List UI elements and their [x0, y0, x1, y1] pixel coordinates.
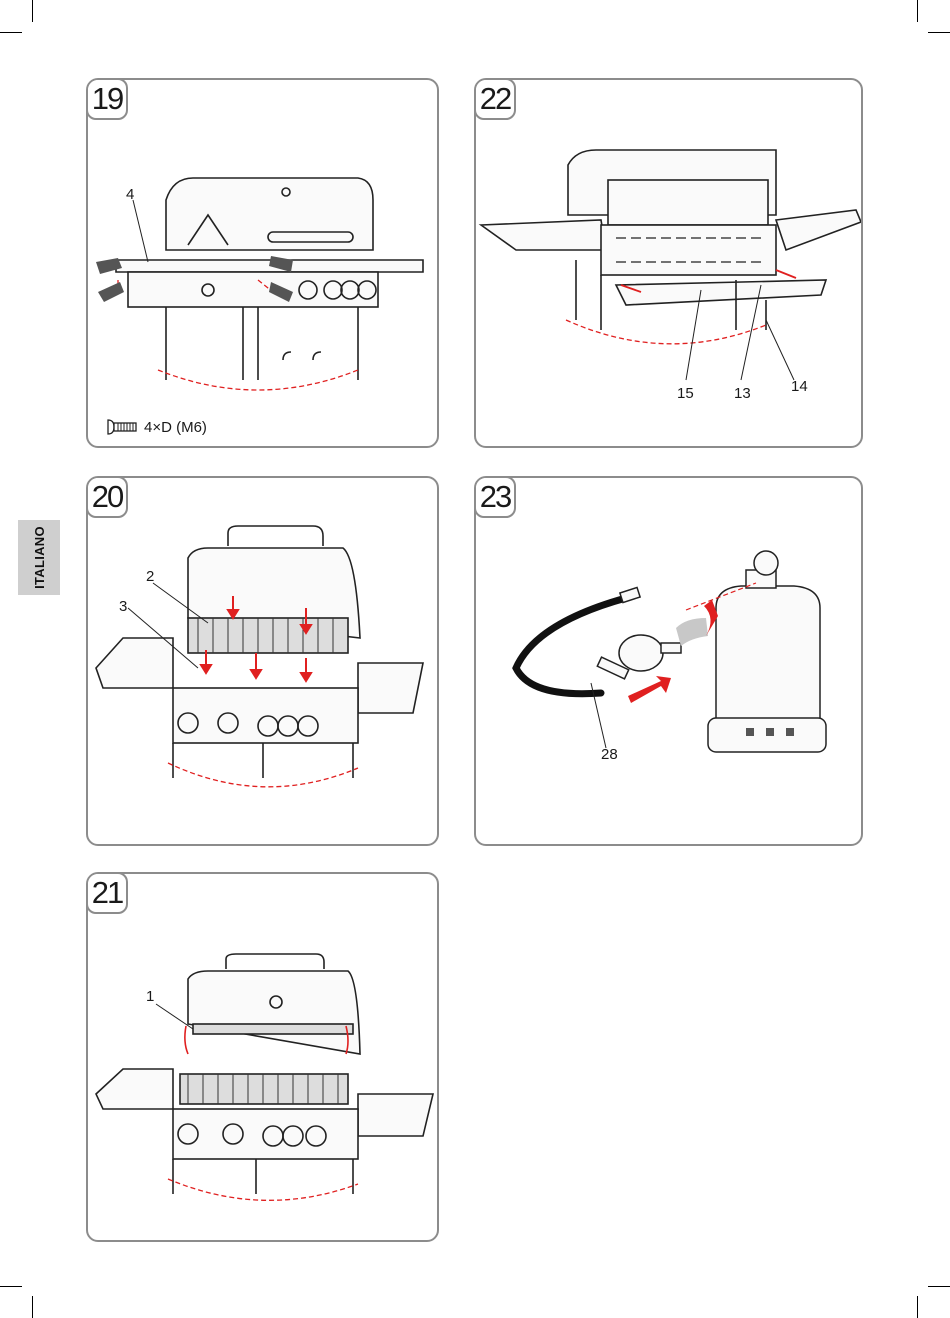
crop-mark — [917, 1296, 918, 1318]
part-callout: 4 — [126, 186, 134, 203]
bolt-icon — [106, 417, 138, 437]
grill-illustration — [88, 874, 439, 1242]
grill-illustration — [88, 80, 439, 448]
language-tab: ITALIANO — [18, 520, 60, 595]
crop-mark — [917, 0, 918, 22]
hardware-label: 4×D (M6) — [144, 419, 207, 436]
step-23-panel: 23 28 — [474, 476, 863, 846]
part-callout: 15 — [677, 385, 694, 402]
step-20-panel: 20 — [86, 476, 439, 846]
grill-illustration — [88, 478, 439, 846]
step-19-panel: 19 4 — [86, 78, 439, 448]
part-callout: 2 — [146, 568, 154, 585]
part-callout: 14 — [791, 378, 808, 395]
language-tab-label: ITALIANO — [32, 526, 47, 589]
step-21-panel: 21 — [86, 872, 439, 1242]
crop-mark — [0, 1286, 22, 1287]
crop-mark — [32, 1296, 33, 1318]
crop-mark — [928, 32, 950, 33]
hardware-list: 4×D (M6) — [106, 417, 207, 437]
part-callout: 1 — [146, 988, 154, 1005]
crop-mark — [32, 0, 33, 22]
crop-mark — [0, 32, 22, 33]
part-callout: 3 — [119, 598, 127, 615]
step-22-panel: 22 — [474, 78, 863, 448]
part-callout: 28 — [601, 746, 618, 763]
part-callout: 13 — [734, 385, 751, 402]
crop-mark — [928, 1286, 950, 1287]
gas-cylinder-illustration — [476, 478, 863, 846]
